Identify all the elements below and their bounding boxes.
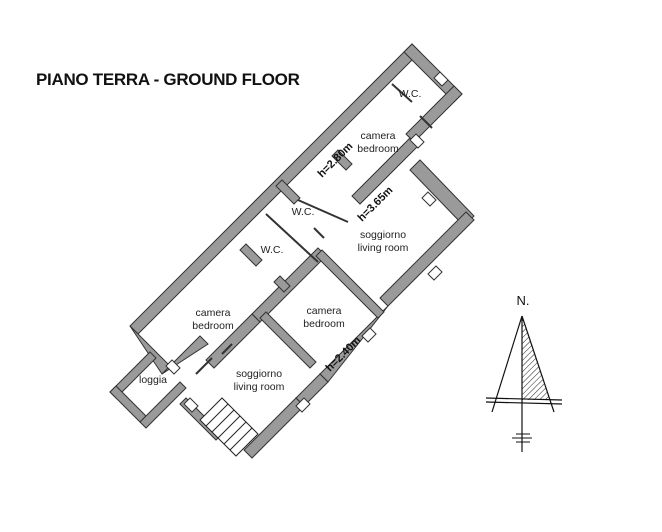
- room-label-bedroom-top-en: bedroom: [357, 143, 399, 155]
- height-label-center: h=2.40m: [324, 334, 364, 374]
- room-label-wc-mid-2: W.C.: [261, 244, 284, 256]
- room-label-bedroom-center-it: camera: [306, 305, 341, 317]
- north-arrow-icon: N.: [485, 293, 563, 452]
- room-label-bedroom-center-en: bedroom: [303, 318, 345, 330]
- room-label-living-bottom-it: soggiorno: [236, 368, 282, 380]
- room-label-living-bottom-en: living room: [234, 381, 285, 393]
- partition-lines: [195, 83, 433, 375]
- room-label-loggia: loggia: [139, 374, 167, 386]
- plan-title: PIANO TERRA - GROUND FLOOR: [36, 70, 300, 89]
- room-label-living-right-en: living room: [358, 242, 409, 254]
- windows: [165, 71, 449, 413]
- room-label-wc-top: W.C.: [399, 88, 422, 100]
- room-label-bedroom-left-it: camera: [195, 307, 230, 319]
- room-label-wc-mid-1: W.C.: [292, 206, 315, 218]
- building-walls: [109, 43, 475, 459]
- room-label-bedroom-left-en: bedroom: [192, 320, 234, 332]
- north-label: N.: [517, 293, 530, 308]
- room-label-bedroom-top-it: camera: [360, 130, 395, 142]
- stairs: [199, 397, 259, 457]
- room-label-living-right-it: soggiorno: [360, 229, 406, 241]
